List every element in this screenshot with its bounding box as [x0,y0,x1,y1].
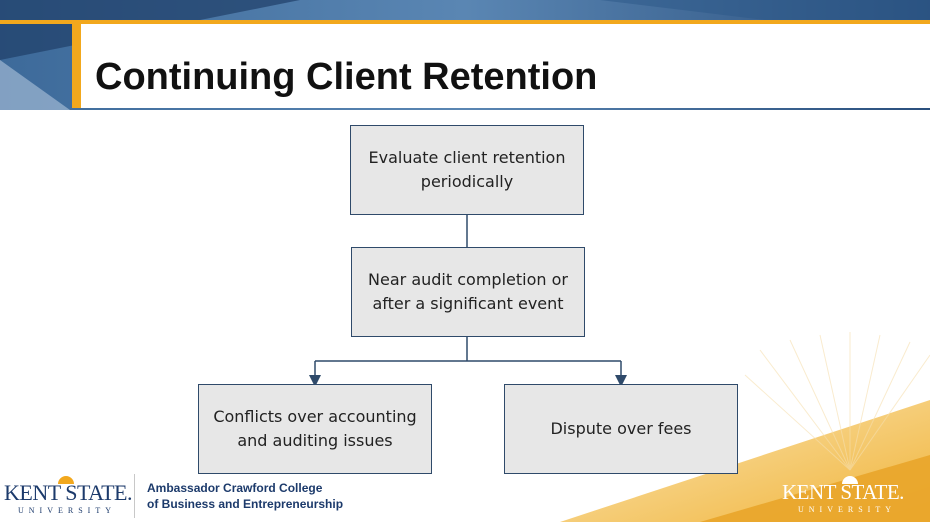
kent-state-logo-watermark: KENT STATE. UNIVERSITY [782,474,922,518]
box-near-completion: Near audit completion or after a signifi… [351,247,585,337]
box-dispute-line1: Dispute over fees [550,419,692,438]
box-conflicts-line2: and auditing issues [237,431,393,450]
box-evaluate-line2: periodically [420,172,514,191]
college-name-line1: Ambassador Crawford College [147,481,323,495]
sun-icon-watermark [842,476,858,484]
box-near-line1: Near audit completion or [368,270,568,289]
box-conflicts: Conflicts over accounting and auditing i… [198,384,432,474]
logo-wordmark: KENT STATE. [4,480,133,505]
slide-title: Continuing Client Retention [95,56,598,98]
watermark-wordmark: KENT STATE. [782,480,904,504]
box-evaluate-retention: Evaluate client retention periodically [350,125,584,215]
watermark-university: UNIVERSITY [798,505,896,514]
box-evaluate-line1: Evaluate client retention [368,148,566,167]
college-name-line2: of Business and Entrepreneurship [147,497,344,511]
title-accent-bar [72,24,81,108]
box-conflicts-line1: Conflicts over accounting [213,407,417,426]
footer-divider [134,474,135,518]
title-panel [81,24,930,108]
logo-university: UNIVERSITY [18,506,116,515]
box-near-line2: after a significant event [372,294,564,313]
box-dispute-fees: Dispute over fees [504,384,738,474]
sun-icon [58,476,74,484]
kent-state-logo: KENT STATE. UNIVERSITY [4,474,133,518]
